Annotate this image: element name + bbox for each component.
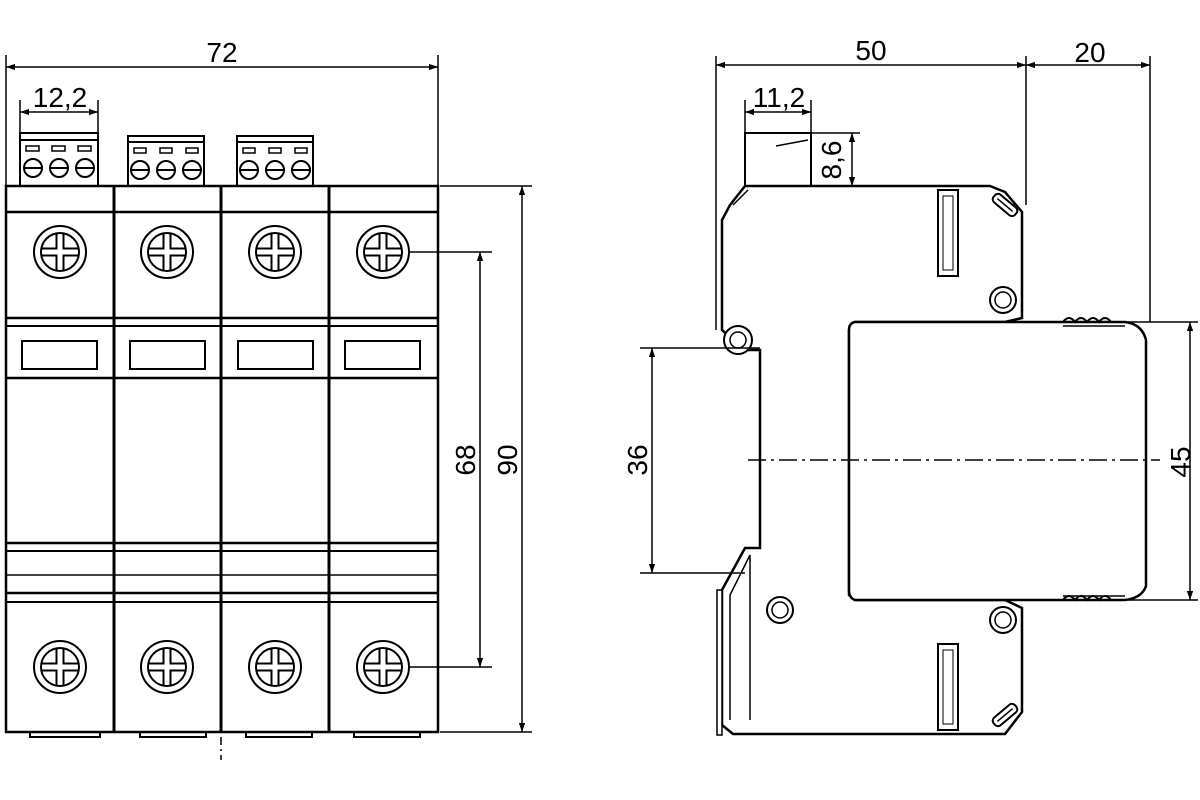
- dimension-total-width: 72: [5, 37, 439, 186]
- hole-icon: [766, 596, 794, 624]
- dimension-label: 12,2: [33, 82, 88, 113]
- screw-icon: [140, 640, 194, 694]
- terminal-block: [236, 135, 314, 187]
- dimension-label: 68: [450, 444, 481, 475]
- dimension-total-height: 90: [440, 185, 532, 733]
- latch-icon: [991, 192, 1019, 218]
- screw-icon: [356, 225, 410, 279]
- hole-icon: [989, 606, 1017, 634]
- status-window: [129, 340, 206, 370]
- screw-icon: [248, 640, 302, 694]
- status-window: [237, 340, 314, 370]
- screw-icon: [33, 640, 87, 694]
- screw-icon: [140, 225, 194, 279]
- hole-icon: [989, 286, 1017, 314]
- slot: [937, 189, 959, 277]
- dimension-label: 90: [492, 444, 523, 475]
- dimension-label: 45: [1165, 446, 1196, 477]
- dimension-front-depth: 20: [1026, 37, 1151, 322]
- dimension-terminal-width: 11,2: [744, 82, 812, 133]
- dimension-label: 8,6: [816, 141, 847, 180]
- terminal-block: [19, 132, 99, 187]
- dimension-terminal-height: 8,6: [811, 132, 860, 187]
- front-cover: [847, 320, 1148, 602]
- dimension-label: 11,2: [753, 82, 805, 113]
- terminal-block: [127, 135, 205, 187]
- latch-icon: [991, 702, 1019, 728]
- dimension-label: 36: [622, 444, 653, 475]
- screw-icon: [248, 225, 302, 279]
- dimension-label: 72: [206, 37, 237, 68]
- dimension-label: 50: [855, 35, 886, 66]
- front-view: 72 12,2 68 90: [4, 37, 532, 760]
- status-window: [21, 340, 98, 370]
- slot: [937, 643, 959, 731]
- status-window: [344, 340, 421, 370]
- hole-icon: [723, 325, 753, 355]
- dimension-body-depth: 50: [715, 35, 1027, 330]
- terminal-block: [744, 132, 812, 187]
- screw-icon: [356, 640, 410, 694]
- dimension-terminal-width: 12,2: [19, 82, 99, 133]
- dimension-front-height: 45: [1128, 321, 1198, 601]
- dimension-label: 20: [1074, 37, 1105, 68]
- screw-icon: [33, 225, 87, 279]
- side-view: 50 20 11,2 8,6 36: [622, 35, 1198, 736]
- dimension-screw-spacing: 68: [410, 251, 492, 668]
- dimension-rail-width: 36: [622, 347, 760, 574]
